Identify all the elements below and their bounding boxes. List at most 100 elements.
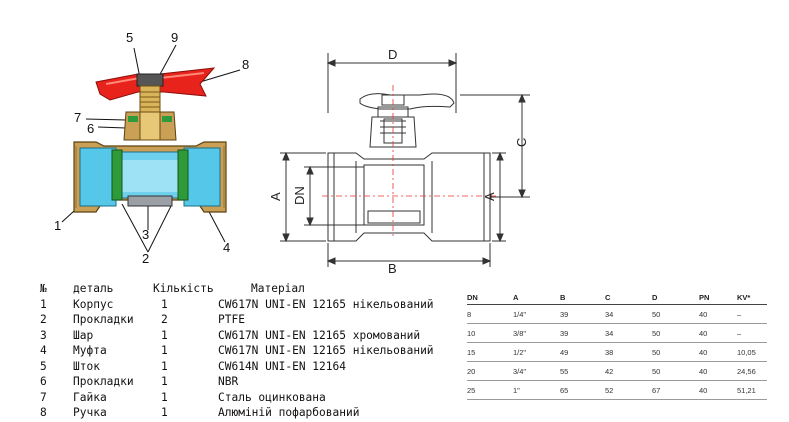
spec-cell: 38: [605, 347, 614, 357]
part-qty: 1: [161, 359, 168, 373]
spec-cell: 67: [652, 385, 661, 395]
callout-8: 8: [242, 57, 250, 72]
callout-7: 7: [74, 110, 82, 125]
part-name: Прокладки: [73, 375, 134, 388]
part-name: Гайка: [73, 390, 107, 404]
callout-6: 6: [87, 121, 95, 136]
valve-cutaway: [61, 44, 241, 253]
dim-label-dn: DN: [292, 186, 307, 205]
spec-cell: 39: [560, 309, 569, 319]
parts-row: 6 Прокладки 1 NBR: [40, 374, 511, 390]
callout-9: 9: [171, 30, 179, 45]
dim-label-c: C: [514, 138, 529, 147]
spec-cell: 39: [560, 328, 569, 338]
parts-row: 5 Шток 1 CW614N UNI-EN 12164: [40, 359, 511, 375]
spec-cell: 65: [560, 385, 569, 395]
dim-label-d: D: [388, 47, 397, 62]
parts-header-part: деталь: [73, 282, 114, 295]
spec-header-row: DN A B C D PN KV*: [467, 290, 767, 305]
spec-cell: 15: [467, 347, 476, 357]
callout-2: 2: [142, 251, 150, 266]
parts-header-material: Матеріал: [251, 282, 305, 295]
parts-header-row: № деталь Кількість Матеріал: [40, 281, 511, 297]
parts-header-no: №: [40, 282, 47, 295]
spec-cell: 51,21: [737, 385, 756, 395]
part-no: 3: [40, 328, 47, 342]
spec-cell: 3/4": [513, 366, 527, 376]
callout-4: 4: [223, 240, 231, 255]
spec-cell: 50: [652, 366, 661, 376]
dim-label-b: B: [388, 261, 397, 275]
part-no: 6: [40, 375, 47, 388]
part-qty: 1: [161, 344, 168, 357]
callout-1: 1: [54, 218, 62, 233]
part-name: Корпус: [73, 297, 114, 311]
part-material: CW617N UNI-EN 12165 нікельований: [218, 344, 434, 357]
part-name: Ручка: [73, 406, 107, 419]
part-name: Муфта: [73, 344, 107, 357]
spec-cell: 40: [699, 347, 708, 357]
part-material: CW617N UNI-EN 12165 хромований: [218, 328, 421, 342]
part-material: Сталь оцинкована: [218, 390, 326, 404]
part-no: 7: [40, 390, 47, 404]
spec-header-dn: DN: [467, 292, 478, 302]
part-qty: 1: [161, 328, 168, 342]
spec-cell: 10,05: [737, 347, 756, 357]
part-no: 2: [40, 313, 47, 326]
part-qty: 1: [161, 297, 168, 311]
dim-label-a-right: A: [482, 192, 497, 201]
part-qty: 1: [161, 390, 168, 404]
spec-cell: 42: [605, 366, 614, 376]
parts-row: 7 Гайка 1 Сталь оцинкована: [40, 390, 511, 406]
dim-label-a-left: A: [268, 192, 283, 201]
part-qty: 2: [161, 313, 168, 326]
spec-cell: 50: [652, 328, 661, 338]
callout-5: 5: [126, 30, 134, 45]
part-name: Шток: [73, 359, 100, 373]
spec-cell: 52: [605, 385, 614, 395]
callout-3: 3: [142, 227, 150, 242]
spec-header-pn: PN: [699, 292, 710, 302]
spec-cell: 1/4": [513, 309, 527, 319]
part-no: 5: [40, 359, 47, 373]
part-no: 1: [40, 297, 47, 311]
spec-cell: 50: [652, 309, 661, 319]
spec-cell: 50: [652, 347, 661, 357]
spec-cell: 24,56: [737, 366, 756, 376]
parts-header-qty: Кількість: [153, 282, 214, 295]
spec-header-a: A: [513, 292, 519, 302]
part-name: Шар: [73, 328, 94, 342]
spec-header-b: B: [560, 292, 566, 302]
part-no: 8: [40, 406, 47, 419]
parts-row: 3 Шар 1 CW617N UNI-EN 12165 хромований: [40, 328, 511, 344]
spec-cell: –: [737, 328, 742, 338]
spec-cell: 10: [467, 328, 476, 338]
part-material: CW614N UNI-EN 12164: [218, 359, 346, 373]
spec-cell: 55: [560, 366, 569, 376]
spec-cell: 1": [513, 385, 520, 395]
spec-cell: 25: [467, 385, 476, 395]
spec-header-kv: KV*: [737, 292, 751, 302]
part-material: NBR: [218, 375, 239, 388]
spec-cell: 40: [699, 366, 708, 376]
spec-cell: 1/2": [513, 347, 527, 357]
spec-header-c: C: [605, 292, 611, 302]
spec-cell: 3/8": [513, 328, 527, 338]
part-material: PTFE: [218, 313, 245, 326]
spec-cell: –: [737, 309, 742, 319]
part-qty: 1: [161, 375, 168, 388]
spec-cell: 34: [605, 328, 614, 338]
valve-dimension-drawing: D C A DN A B: [268, 47, 530, 275]
spec-header-d: D: [652, 292, 658, 302]
